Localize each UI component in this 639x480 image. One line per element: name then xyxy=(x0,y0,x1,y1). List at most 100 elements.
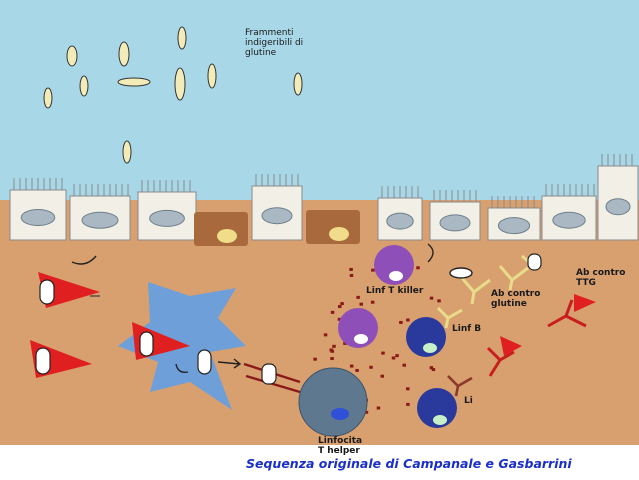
cytokine-dot xyxy=(356,295,360,299)
label-plasma-cell: Li xyxy=(464,396,473,406)
cytokine-dot xyxy=(330,349,335,353)
cytokine-dot xyxy=(355,368,359,372)
cell-nucleus xyxy=(20,209,56,226)
cytokine-dot xyxy=(380,374,385,378)
damaged-epithelial-cell xyxy=(194,212,248,246)
ttg-gluten-complex-1 xyxy=(38,272,100,308)
antibody-gluten-4 xyxy=(447,375,473,397)
epithelial-cell xyxy=(487,196,541,241)
gluten-fragments xyxy=(43,26,303,164)
gluten-fragment xyxy=(174,67,186,101)
cell-nucleus xyxy=(386,212,414,230)
cytokine-dot xyxy=(370,300,375,304)
label-gluten-fragments: Frammenti indigeribili di glutine xyxy=(245,28,304,58)
cytokine-dot xyxy=(330,357,334,361)
cytokine-dot xyxy=(437,299,441,303)
cell-nucleus xyxy=(497,217,531,235)
epithelial-cell xyxy=(137,180,197,241)
cytokine-dot xyxy=(349,364,354,368)
cell-nucleus xyxy=(261,207,293,225)
cytokine-dot xyxy=(313,357,317,361)
antibody-ttg-1 xyxy=(547,294,596,328)
epithelial-cell xyxy=(69,184,131,241)
epithelial-cell xyxy=(9,178,67,241)
antibody-gluten-1 xyxy=(460,277,491,305)
epithelial-cell xyxy=(429,190,481,241)
cytokine-dot xyxy=(391,356,396,360)
cytokine-dot xyxy=(323,333,328,337)
cytokine-dot xyxy=(429,366,434,370)
gluten-fragment xyxy=(43,87,53,109)
antibody-gluten-2 xyxy=(498,265,529,291)
ttg-gluten-complex-2 xyxy=(30,340,92,378)
cytokine-dot xyxy=(359,302,364,306)
damaged-epithelial-cell xyxy=(306,210,360,244)
epithelial-cell xyxy=(377,186,423,241)
cytokine-dot xyxy=(332,344,336,348)
gluten-fragment xyxy=(117,77,151,87)
credit-caption: Sequenza originale di Campanale e Gasbar… xyxy=(246,456,572,471)
intestinal-lumen xyxy=(0,0,639,200)
cell-nucleus xyxy=(605,198,631,216)
label-ab-gluten: Ab contro glutine xyxy=(491,289,541,309)
presentation-arrow xyxy=(217,358,242,369)
cytokine-dot xyxy=(395,354,399,358)
epithelial-cell xyxy=(597,154,639,241)
cell-nucleus xyxy=(217,229,237,243)
cytokine-dot xyxy=(371,268,375,272)
intestinal-epithelium xyxy=(9,154,639,246)
cytokine-dot xyxy=(337,305,342,309)
cytokine-dot xyxy=(399,320,403,324)
cytokine-dot xyxy=(381,351,385,355)
label-t-helper: Linfocita T helper xyxy=(318,436,363,456)
antibody-gluten-bound xyxy=(449,253,542,279)
t-helper-cell xyxy=(298,367,368,437)
cytokine-dot xyxy=(364,410,369,414)
cytokine-dot xyxy=(349,267,353,271)
ttg-gluten-complex-3 xyxy=(132,322,190,360)
cell-nucleus xyxy=(81,211,119,229)
cytokine-dot xyxy=(406,387,410,391)
cytokine-dot xyxy=(406,318,410,322)
antibody-gluten-3 xyxy=(436,306,463,329)
mhc-tcr-receptor xyxy=(243,362,301,394)
cytokine-dot xyxy=(369,365,373,369)
gluten-fragment xyxy=(66,45,78,67)
label-b-cell: Linf B xyxy=(452,324,482,334)
gluten-fragment xyxy=(293,72,303,96)
cell-nucleus xyxy=(439,214,471,232)
t-killer-cell-1 xyxy=(374,245,414,285)
processing-arrow xyxy=(175,363,189,374)
cytokine-dot xyxy=(340,302,344,306)
cytokine-dot xyxy=(429,296,434,300)
cytokine-dot xyxy=(431,368,436,372)
cytokine-dot xyxy=(337,317,342,321)
label-t-killer: Linf T killer xyxy=(366,286,424,296)
cytokine-dot xyxy=(406,402,410,406)
cell-nucleus xyxy=(552,211,586,229)
cell-nucleus xyxy=(149,209,185,227)
gluten-fragment xyxy=(177,26,187,50)
uptake-arrow xyxy=(71,255,97,265)
cell-nucleus xyxy=(329,227,349,241)
cytokine-dot xyxy=(343,341,347,345)
gluten-fragment xyxy=(118,41,130,67)
t-killer-cell-2 xyxy=(338,308,378,348)
gluten-fragment xyxy=(79,75,89,97)
cytokine-dot xyxy=(330,310,335,314)
caption-band xyxy=(0,445,639,480)
cytokine-dot xyxy=(376,406,381,410)
gluten-fragment xyxy=(122,140,132,164)
plasma-cell xyxy=(417,388,457,428)
label-ab-ttg: Ab contro TTG xyxy=(576,268,626,288)
epithelial-cell xyxy=(251,174,303,241)
gluten-fragment xyxy=(207,63,217,89)
b-cell xyxy=(406,317,446,357)
cytokine-dot xyxy=(349,273,354,277)
secretion-arrow xyxy=(427,243,434,263)
antibody-ttg-2 xyxy=(486,336,522,377)
presented-gluten-fragment xyxy=(197,349,212,375)
cytokine-dot xyxy=(416,266,420,270)
